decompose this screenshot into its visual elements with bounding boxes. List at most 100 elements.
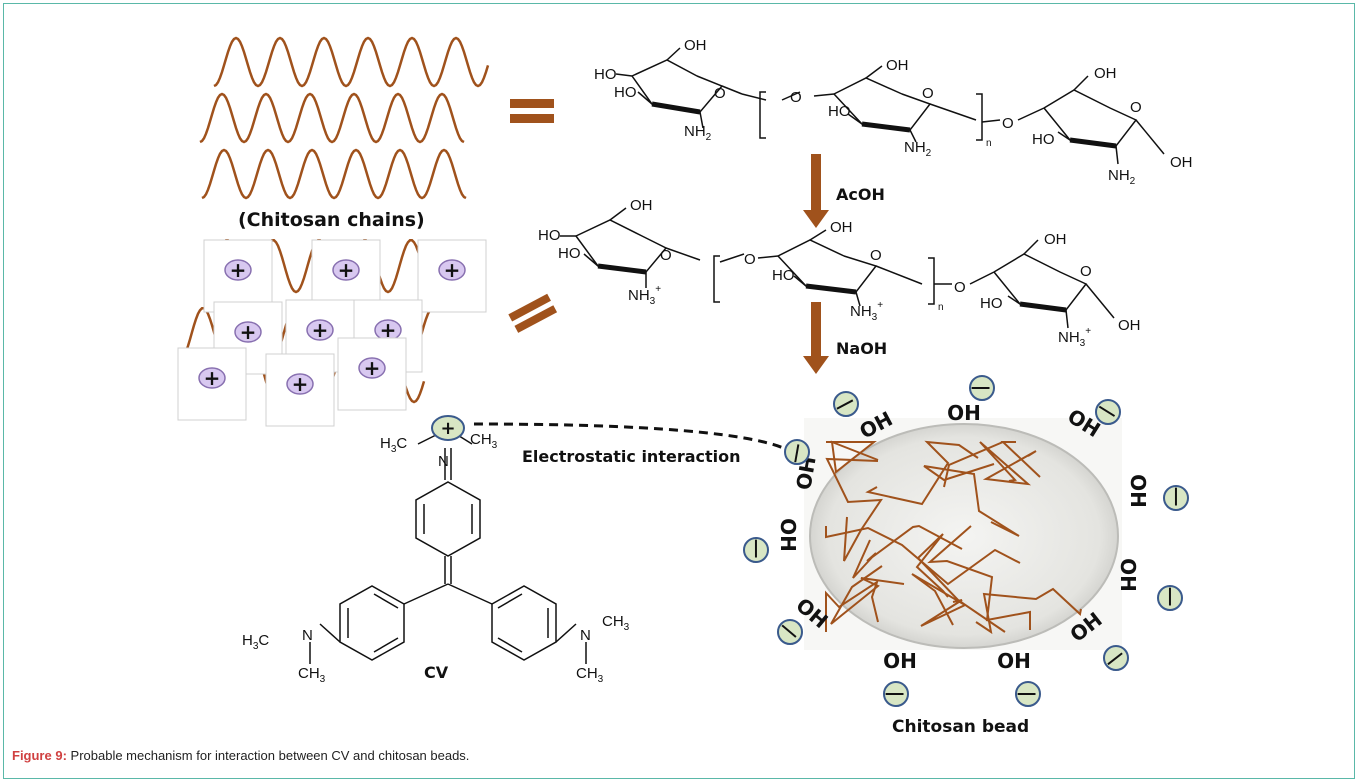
svg-text:O: O <box>954 279 966 296</box>
svg-text:N: N <box>580 627 591 644</box>
oh-label: OH <box>776 518 800 552</box>
minus-sign: | <box>753 539 760 560</box>
surface-hydroxyl: OH| <box>997 649 1041 707</box>
oh-label: OH <box>883 649 917 673</box>
surface-hydroxyl: OH| <box>784 439 821 492</box>
surface-hydroxyl: OH | <box>1126 474 1189 511</box>
svg-text:OH: OH <box>1094 65 1117 82</box>
anion-badge: | <box>883 681 909 707</box>
polymer-strand <box>923 463 1020 537</box>
bead-surface-hydroxyls: OH|OH|OH|OH|OH|OH|OH|OH|OH|OH|OH| <box>743 375 1189 707</box>
anion-badge: | <box>743 537 769 563</box>
chitosan-chains-label: (Chitosan chains) <box>238 209 425 231</box>
cv-cation-badge: + <box>431 415 465 441</box>
crystal-violet-labels: H3C N CH3 H3C N CH3 N CH3 CH3 <box>242 431 630 685</box>
chitosan-chain <box>213 36 490 88</box>
anion-badge: | <box>1095 399 1121 425</box>
svg-text:OH: OH <box>1044 231 1067 248</box>
svg-text:NH3+: NH3+ <box>628 284 661 307</box>
svg-text:HO: HO <box>558 245 581 262</box>
svg-text:O: O <box>660 247 672 264</box>
svg-text:O: O <box>744 251 756 268</box>
anion-badge: | <box>969 375 995 401</box>
plus-sign: + <box>338 258 355 282</box>
svg-text:NH3+: NH3+ <box>1058 326 1091 349</box>
chitosan-bead-label: Chitosan bead <box>892 717 1029 737</box>
svg-text:HO: HO <box>614 84 637 101</box>
svg-text:O: O <box>790 89 802 106</box>
bead-polymer-network <box>825 440 1082 635</box>
oh-label: OH <box>947 401 981 425</box>
svg-text:CH3: CH3 <box>470 431 498 451</box>
plus-sign: + <box>312 318 329 342</box>
cation-tile: + <box>265 353 335 427</box>
minus-sign: | <box>1167 587 1174 608</box>
chitosan-protonated-labels: OH HO HO O NH3+ O OH HO O NH3+ n O OH HO… <box>538 197 1141 349</box>
svg-text:n: n <box>986 138 992 149</box>
acoh-arrow <box>803 154 829 228</box>
polymer-strand <box>979 441 1037 486</box>
svg-text:OH: OH <box>886 57 909 74</box>
svg-text:OH: OH <box>830 219 853 236</box>
minus-sign: | <box>1173 487 1180 508</box>
minus-sign: | <box>1017 691 1038 698</box>
equals-sign-top <box>510 99 554 123</box>
polymer-strand <box>975 587 1082 635</box>
polymer-strand <box>943 441 1041 488</box>
polymer-strand <box>825 579 879 632</box>
anion-badge: | <box>777 619 803 645</box>
caption-text: Probable mechanism for interaction betwe… <box>66 748 470 763</box>
svg-text:O: O <box>714 85 726 102</box>
chitosan-chain <box>201 148 467 200</box>
svg-text:H3C: H3C <box>242 632 269 652</box>
plus-sign: + <box>240 320 257 344</box>
plus-sign: + <box>364 356 381 380</box>
svg-text:NH2: NH2 <box>684 123 712 143</box>
svg-text:O: O <box>870 247 882 264</box>
plus-sign: + <box>380 318 397 342</box>
svg-text:HO: HO <box>594 66 617 83</box>
cation-tile: + <box>177 347 247 421</box>
svg-text:HO: HO <box>828 103 851 120</box>
svg-text:HO: HO <box>772 267 795 284</box>
anion-badge: | <box>1163 485 1189 511</box>
figure-frame: (Chitosan chains) + + + + + + + + + <box>3 3 1355 779</box>
anion-badge: | <box>1015 681 1041 707</box>
polymer-strand <box>825 457 883 562</box>
surface-hydroxyl: OH| <box>1116 558 1183 611</box>
svg-text:CH3: CH3 <box>298 665 326 685</box>
svg-text:NH2: NH2 <box>1108 167 1136 187</box>
chitosan-chain <box>199 92 465 144</box>
caption-figure-label: Figure 9: <box>12 748 67 763</box>
minus-sign: | <box>792 442 802 464</box>
electrostatic-interaction-label: Electrostatic interaction <box>522 447 741 466</box>
anion-badge: | <box>1103 645 1129 671</box>
svg-text:HO: HO <box>1032 131 1055 148</box>
cation-tile: + <box>337 337 407 411</box>
cation-tile: + <box>203 239 273 313</box>
chitosan-neutral-labels: OH HO HO O NH2 O OH HO O NH2 n O OH HO O… <box>594 37 1193 187</box>
anion-badge: | <box>833 391 859 417</box>
plus-sign: + <box>204 366 221 390</box>
chitosan-bead <box>809 423 1119 649</box>
svg-text:OH: OH <box>1170 154 1193 171</box>
plus-sign: + <box>292 372 309 396</box>
polymer-strand <box>826 440 879 474</box>
svg-text:O: O <box>1130 99 1142 116</box>
chitosan-chains <box>199 36 490 200</box>
minus-sign: | <box>971 385 992 392</box>
cation-tile: + <box>417 239 487 313</box>
svg-text:N: N <box>438 453 449 470</box>
svg-text:NH2: NH2 <box>904 139 932 159</box>
svg-text:O: O <box>1002 115 1014 132</box>
polymer-strand <box>852 524 963 579</box>
polymer-strand <box>865 440 979 506</box>
polymer-strand <box>911 573 968 627</box>
figure-caption: Figure 9: Probable mechanism for interac… <box>12 748 469 763</box>
polymer-strand <box>830 565 905 625</box>
chitosan-structure-protonated <box>560 207 1115 329</box>
oh-label: OH <box>1126 474 1150 508</box>
svg-text:n: n <box>938 302 944 313</box>
polymer-strand <box>927 525 1031 630</box>
svg-text:H3C: H3C <box>380 435 407 455</box>
